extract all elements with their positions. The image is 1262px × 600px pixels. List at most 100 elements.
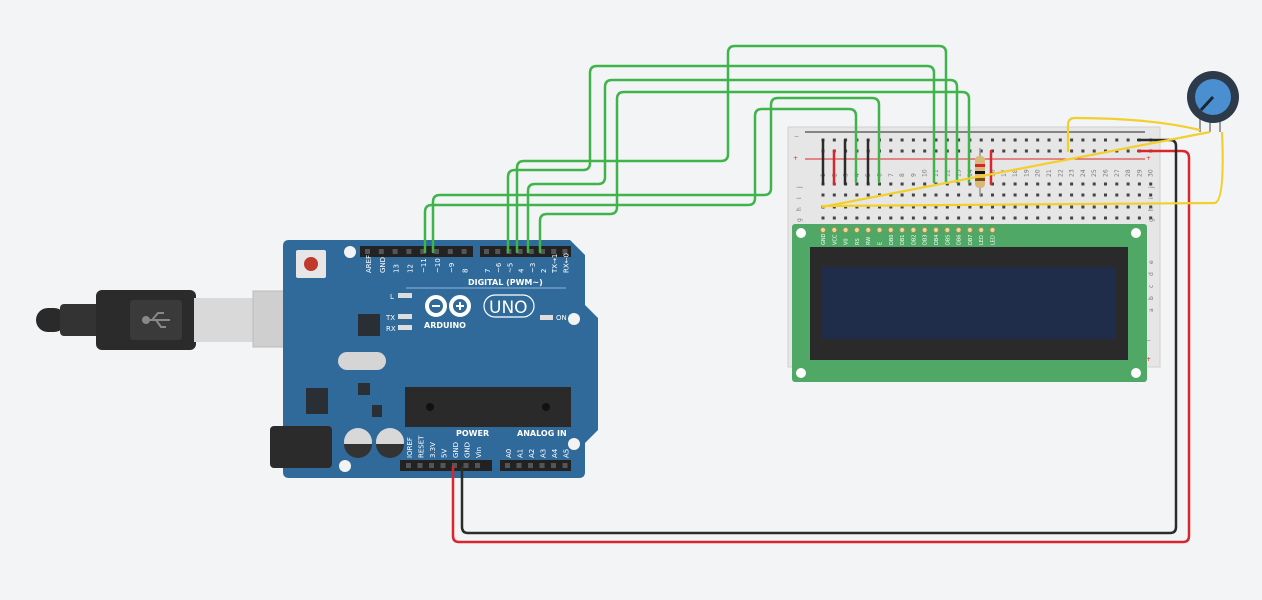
header-pin[interactable] bbox=[505, 463, 510, 468]
breadboard-hole[interactable] bbox=[1058, 182, 1062, 186]
breadboard-hole[interactable] bbox=[1081, 205, 1085, 209]
breadboard-hole[interactable] bbox=[844, 216, 848, 220]
breadboard-hole[interactable] bbox=[911, 193, 915, 197]
header-pin[interactable] bbox=[417, 463, 423, 468]
digital-header-right[interactable] bbox=[480, 246, 571, 257]
header-pin[interactable] bbox=[517, 249, 523, 254]
breadboard-hole[interactable] bbox=[1092, 182, 1096, 186]
breadboard-hole[interactable] bbox=[1002, 182, 1006, 186]
header-pin[interactable] bbox=[540, 249, 545, 254]
breadboard-hole[interactable] bbox=[991, 193, 994, 197]
breadboard-hole[interactable] bbox=[1149, 205, 1153, 209]
lcd-pin[interactable] bbox=[831, 226, 838, 234]
breadboard-hole[interactable] bbox=[900, 149, 904, 153]
header-pin[interactable] bbox=[406, 463, 411, 468]
breadboard-hole[interactable] bbox=[957, 182, 961, 186]
breadboard-hole[interactable] bbox=[844, 193, 848, 197]
header-pin[interactable] bbox=[551, 463, 556, 468]
breadboard-hole[interactable] bbox=[889, 149, 893, 153]
lcd-pin[interactable] bbox=[887, 226, 894, 234]
header-pin[interactable] bbox=[562, 249, 568, 254]
breadboard-hole[interactable] bbox=[1047, 138, 1051, 142]
breadboard-hole[interactable] bbox=[911, 138, 915, 142]
breadboard-hole[interactable] bbox=[1070, 138, 1074, 142]
breadboard-hole[interactable] bbox=[1036, 205, 1040, 209]
breadboard-hole[interactable] bbox=[900, 182, 904, 186]
lcd-pin[interactable] bbox=[966, 226, 974, 234]
header-pin[interactable] bbox=[378, 249, 384, 254]
header-pin[interactable] bbox=[461, 249, 467, 254]
breadboard-hole[interactable] bbox=[1013, 216, 1017, 220]
breadboard-hole[interactable] bbox=[1036, 193, 1040, 197]
breadboard-hole[interactable] bbox=[900, 205, 904, 209]
breadboard-hole[interactable] bbox=[1081, 138, 1085, 142]
signal-wires[interactable] bbox=[423, 44, 971, 254]
breadboard-hole[interactable] bbox=[1149, 216, 1153, 220]
breadboard-hole[interactable] bbox=[991, 149, 994, 153]
breadboard-hole[interactable] bbox=[957, 193, 961, 197]
breadboard-hole[interactable] bbox=[1070, 182, 1074, 186]
breadboard-hole[interactable] bbox=[1081, 149, 1085, 153]
breadboard-hole[interactable] bbox=[1013, 138, 1017, 142]
header-pin[interactable] bbox=[452, 463, 457, 468]
breadboard-hole[interactable] bbox=[900, 193, 904, 197]
breadboard-hole[interactable] bbox=[1047, 216, 1051, 220]
breadboard-hole[interactable] bbox=[1070, 205, 1074, 209]
breadboard-hole[interactable] bbox=[1024, 193, 1028, 197]
header-pin[interactable] bbox=[484, 249, 489, 254]
breadboard-hole[interactable] bbox=[1002, 193, 1006, 197]
header-pin[interactable] bbox=[539, 463, 545, 468]
header-pin[interactable] bbox=[463, 463, 469, 468]
breadboard-hole[interactable] bbox=[844, 205, 848, 209]
breadboard-hole[interactable] bbox=[991, 205, 994, 209]
breadboard-hole[interactable] bbox=[1137, 182, 1141, 186]
breadboard-hole[interactable] bbox=[979, 205, 983, 209]
lcd-pin[interactable] bbox=[910, 226, 917, 234]
breadboard-hole[interactable] bbox=[945, 149, 949, 153]
breadboard-hole[interactable] bbox=[1058, 138, 1062, 142]
breadboard-hole[interactable] bbox=[832, 138, 836, 142]
lcd-pin[interactable] bbox=[944, 226, 951, 234]
lcd-pin[interactable] bbox=[978, 226, 985, 234]
header-pin[interactable] bbox=[406, 249, 412, 254]
breadboard-hole[interactable] bbox=[878, 216, 881, 220]
breadboard-hole[interactable] bbox=[1149, 193, 1153, 197]
lcd-pin[interactable] bbox=[955, 226, 962, 234]
lcd-pin[interactable] bbox=[853, 226, 861, 234]
breadboard-hole[interactable] bbox=[878, 182, 881, 186]
breadboard-hole[interactable] bbox=[1058, 205, 1062, 209]
header-pin[interactable] bbox=[516, 463, 522, 468]
breadboard-hole[interactable] bbox=[1137, 216, 1141, 220]
resistor[interactable] bbox=[975, 148, 985, 196]
breadboard-hole[interactable] bbox=[1104, 149, 1107, 153]
breadboard-hole[interactable] bbox=[1104, 193, 1107, 197]
breadboard-hole[interactable] bbox=[1081, 193, 1085, 197]
breadboard-hole[interactable] bbox=[1126, 149, 1130, 153]
breadboard-hole[interactable] bbox=[968, 182, 972, 186]
breadboard-hole[interactable] bbox=[1126, 182, 1130, 186]
breadboard-hole[interactable] bbox=[889, 182, 893, 186]
breadboard-hole[interactable] bbox=[1036, 149, 1040, 153]
breadboard-hole[interactable] bbox=[1081, 182, 1085, 186]
breadboard-hole[interactable] bbox=[968, 205, 972, 209]
breadboard-hole[interactable] bbox=[1047, 193, 1051, 197]
analog-header[interactable] bbox=[500, 460, 571, 471]
breadboard-hole[interactable] bbox=[889, 216, 893, 220]
breadboard-hole[interactable] bbox=[1002, 149, 1006, 153]
breadboard-hole[interactable] bbox=[1013, 182, 1017, 186]
breadboard-hole[interactable] bbox=[1137, 205, 1141, 209]
breadboard-hole[interactable] bbox=[1092, 216, 1096, 220]
breadboard-hole[interactable] bbox=[1115, 182, 1119, 186]
potentiometer[interactable] bbox=[1187, 71, 1239, 132]
breadboard-hole[interactable] bbox=[979, 193, 983, 197]
breadboard-hole[interactable] bbox=[957, 205, 961, 209]
reset-button-cap[interactable] bbox=[304, 257, 318, 271]
breadboard-hole[interactable] bbox=[1092, 193, 1096, 197]
breadboard-hole[interactable] bbox=[923, 216, 927, 220]
breadboard-hole[interactable] bbox=[911, 205, 915, 209]
breadboard-hole[interactable] bbox=[1036, 216, 1040, 220]
breadboard-hole[interactable] bbox=[1070, 216, 1074, 220]
breadboard-hole[interactable] bbox=[1126, 193, 1130, 197]
breadboard-hole[interactable] bbox=[878, 205, 881, 209]
